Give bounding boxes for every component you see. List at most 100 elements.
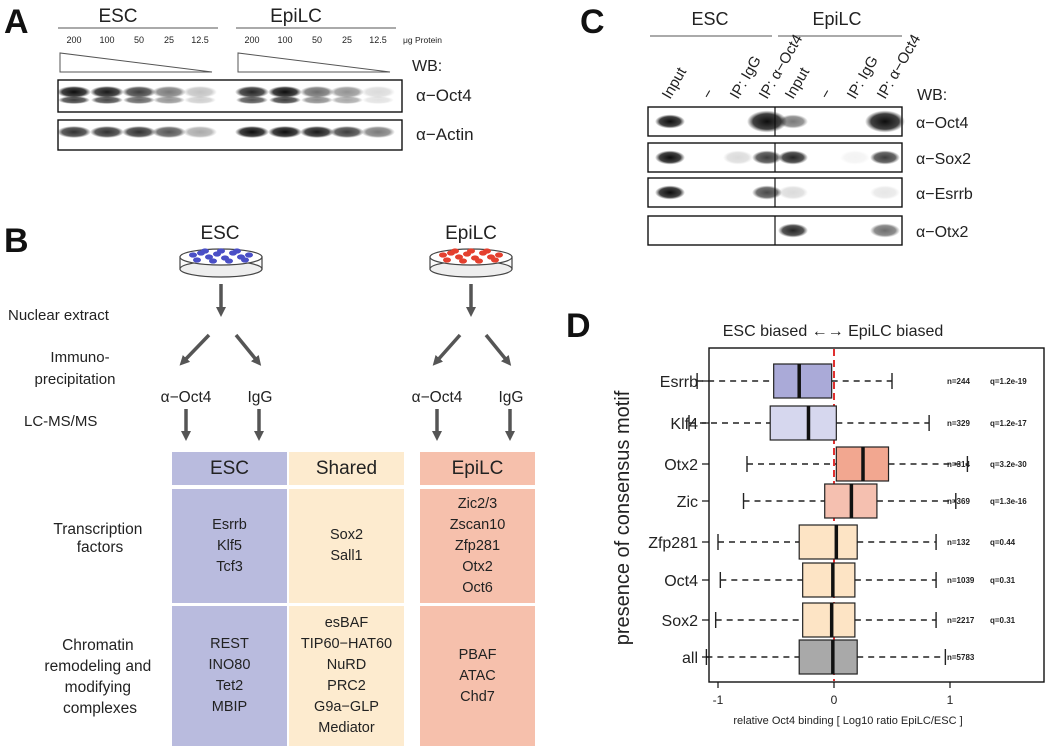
band-actin	[57, 126, 91, 138]
column-header: EpiLC	[420, 452, 535, 485]
coip-band	[840, 150, 870, 165]
blot-bands	[57, 86, 395, 138]
panel-d-label: D	[566, 307, 591, 345]
amount-label: 100	[277, 35, 292, 45]
q-label: q=1.3e-16	[990, 497, 1027, 506]
panel-b-label: B	[4, 222, 29, 260]
category-label: all	[682, 650, 698, 667]
band-oct4-lower	[362, 96, 394, 104]
band-actin	[235, 126, 269, 138]
category-label: Otx2	[664, 457, 698, 474]
category-label: Oct4	[664, 573, 698, 590]
protein-name: Zfp281	[454, 537, 501, 554]
x-axis-label: relative Oct4 binding [ Log10 ratio EpiL…	[733, 715, 962, 727]
amount-label: 100	[99, 35, 114, 45]
c-group-esc: ESC	[691, 9, 728, 29]
coip-band	[778, 150, 808, 165]
band-oct4-lower	[58, 96, 90, 104]
band-oct4-lower	[184, 96, 216, 104]
panel-c-label: C	[580, 3, 605, 41]
step-immuno: Immuno-	[50, 349, 109, 366]
category-label: Sox2	[662, 613, 699, 630]
protein-name: REST	[210, 636, 249, 652]
band-oct4-lower	[236, 96, 268, 104]
band-oct4	[300, 86, 334, 98]
coip-band	[752, 150, 782, 165]
category-label: Klf4	[670, 416, 698, 433]
category-label: Esrrb	[660, 374, 698, 391]
petri-dish-esc	[179, 248, 263, 278]
x-tick-label: -1	[713, 693, 724, 707]
x-tick-label: 1	[947, 693, 954, 707]
box	[769, 405, 837, 441]
band-oct4-lower	[301, 96, 333, 104]
protein-name: Zscan10	[449, 516, 506, 533]
y-axis-label: presence of consensus motif	[612, 390, 634, 645]
lane-label: −	[817, 86, 836, 102]
chart-title: ESC biased ←→ EpiLC biased	[723, 323, 944, 340]
band-oct4-lower	[123, 96, 155, 104]
amount-label: 12.5	[369, 35, 387, 45]
protein-name: Otx2	[462, 558, 493, 575]
lane-label: Input	[659, 64, 691, 102]
coip-band	[870, 150, 900, 165]
protein-name: NuRD	[326, 657, 367, 673]
group-label-epilc: EpiLC	[270, 6, 322, 27]
amount-label: 25	[342, 35, 352, 45]
category-label: Zfp281	[648, 535, 698, 552]
box	[773, 363, 833, 399]
ab-left: α−Oct4	[161, 389, 212, 406]
coip-band	[778, 185, 808, 200]
band-actin	[90, 126, 124, 138]
column-header: Shared	[289, 452, 404, 485]
protein-name: Klf5	[217, 537, 242, 554]
coip-blot-label: α−Oct4	[916, 115, 968, 132]
box	[798, 639, 858, 675]
unit-label: μg Protein	[403, 35, 442, 45]
protein-name: Tcf3	[216, 558, 243, 575]
coip-blot-label: α−Esrrb	[916, 186, 973, 203]
amount-label: 200	[244, 35, 259, 45]
n-label: n=369	[947, 497, 970, 506]
q-label: q=1.2e-19	[990, 377, 1027, 386]
q-label: q=0.31	[990, 576, 1016, 585]
band-oct4-lower	[269, 96, 301, 104]
petri-dish-epilc	[429, 248, 513, 278]
ab-right: α−Oct4	[412, 389, 463, 406]
igg-left: IgG	[248, 389, 273, 406]
band-oct4	[57, 86, 91, 98]
column-header: ESC	[172, 452, 287, 485]
coip-blot-label: α−Otx2	[916, 224, 968, 241]
band-oct4	[361, 86, 395, 98]
wb-label-c: WB:	[917, 87, 947, 104]
amount-label: 25	[164, 35, 174, 45]
q-label: q=0.31	[990, 616, 1016, 625]
coip-band	[870, 223, 900, 238]
amount-label: 200	[66, 35, 81, 45]
n-label: n=314	[947, 460, 970, 469]
c-group-epilc: EpiLC	[812, 9, 861, 29]
band-actin	[300, 126, 334, 138]
coip-band	[655, 150, 685, 165]
amount-label: 50	[312, 35, 322, 45]
protein-name: Zic2/3	[457, 495, 498, 512]
n-label: n=1039	[947, 576, 975, 585]
band-oct4	[152, 86, 186, 98]
lane-label: −	[699, 86, 718, 102]
band-actin	[152, 126, 186, 138]
band-oct4	[183, 86, 217, 98]
protein-name: Oct6	[462, 579, 493, 596]
panel-a-label: A	[4, 3, 29, 41]
